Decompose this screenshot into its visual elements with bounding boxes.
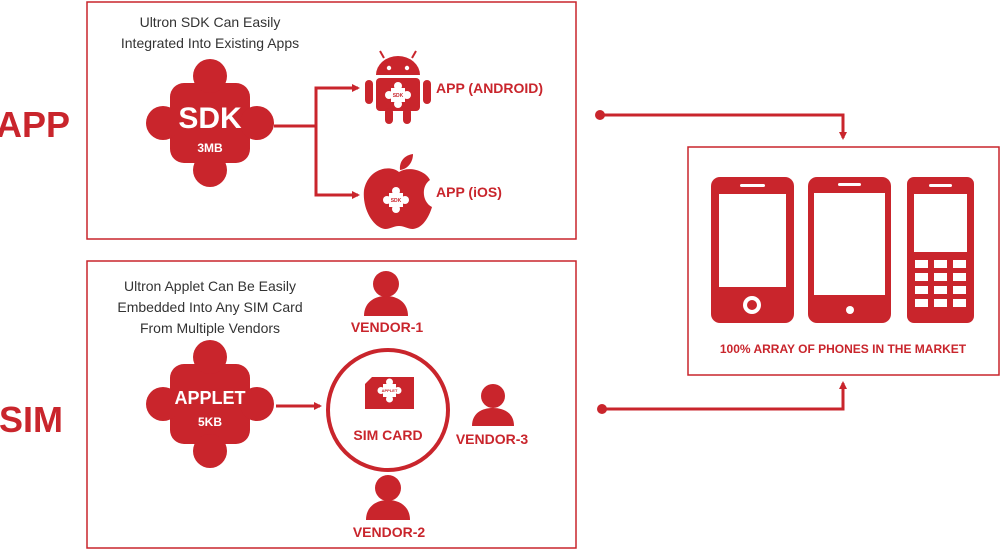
- touchscreen-phone-icon: [808, 177, 891, 323]
- smartphone-icon: [711, 177, 794, 323]
- app-intro-line2: Integrated Into Existing Apps: [121, 35, 299, 51]
- vendor-2-label: VENDOR-2: [353, 524, 426, 540]
- android-badge-text: SDK: [393, 93, 404, 99]
- android-app-label: APP (ANDROID): [436, 80, 543, 96]
- phones-caption: 100% ARRAY OF PHONES IN THE MARKET: [720, 342, 967, 356]
- sim-to-phones-connector: [597, 381, 847, 414]
- phones-panel: [687, 146, 1000, 376]
- vendor-1-person-icon: [364, 271, 408, 316]
- ios-sdk-badge: SDK: [383, 187, 409, 213]
- app-to-phones-connector: [595, 110, 847, 140]
- feature-phone-icon: [907, 177, 974, 323]
- app-panel: [86, 1, 577, 240]
- applet-puzzle-piece: [146, 340, 274, 468]
- sdk-puzzle-piece: [146, 59, 274, 187]
- sim-panel: [86, 260, 577, 549]
- sim-intro-line3: From Multiple Vendors: [140, 320, 280, 336]
- sim-card-icon: APPLET: [365, 377, 414, 409]
- feature-phone-keypad: [915, 260, 966, 307]
- vendor-1-label: VENDOR-1: [351, 319, 424, 335]
- android-sdk-badge: SDK: [385, 82, 411, 108]
- applet-title: APPLET: [174, 388, 245, 408]
- sim-side-label: SIM: [0, 399, 63, 440]
- app-intro-line1: Ultron SDK Can Easily: [140, 14, 281, 30]
- android-icon: [365, 50, 431, 124]
- sim-chip-text: APPLET: [382, 388, 398, 393]
- sim-card-label: SIM CARD: [353, 427, 422, 443]
- vendor-3-person-icon: [472, 384, 514, 426]
- ios-app-label: APP (iOS): [436, 184, 502, 200]
- sdk-title: SDK: [178, 102, 242, 135]
- sim-intro-line1: Ultron Applet Can Be Easily: [124, 278, 296, 294]
- vendor-2-person-icon: [366, 475, 410, 520]
- sdk-size: 3MB: [197, 141, 223, 155]
- sim-intro-line2: Embedded Into Any SIM Card: [117, 299, 302, 315]
- vendor-3-label: VENDOR-3: [456, 431, 529, 447]
- ios-badge-text: SDK: [391, 198, 402, 204]
- sim-card-circle: [326, 348, 450, 472]
- app-side-label: APP: [0, 104, 70, 145]
- sdk-connectors: [274, 84, 360, 199]
- applet-size: 5KB: [198, 415, 222, 429]
